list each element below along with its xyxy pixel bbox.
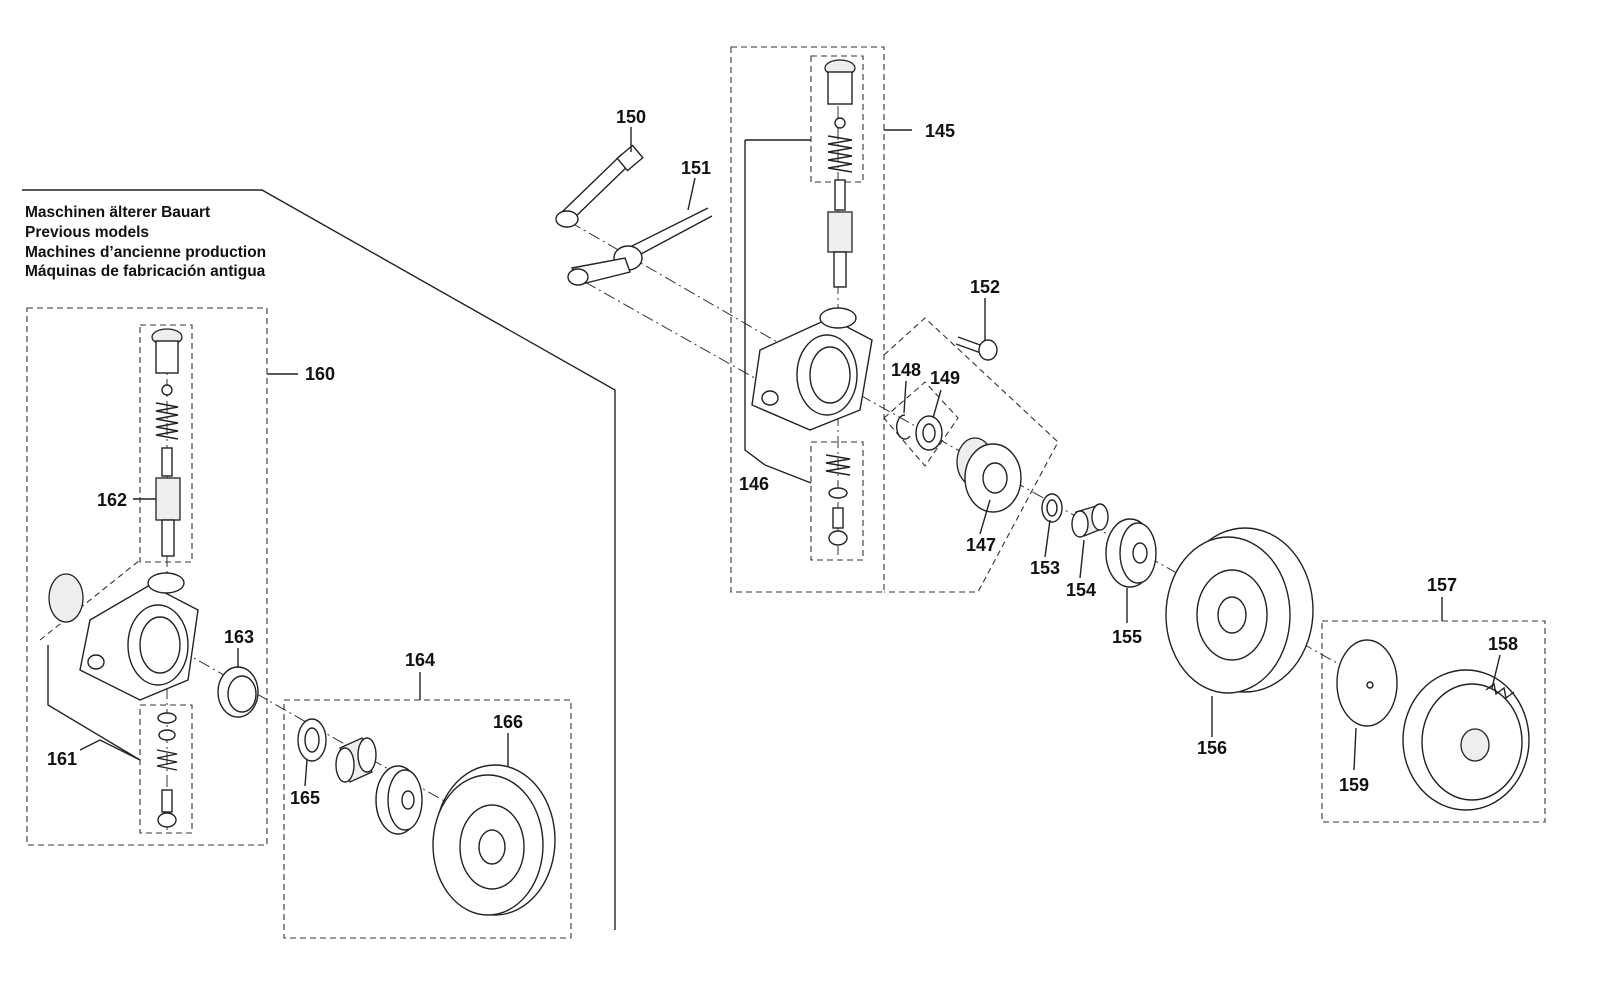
part-160-pump-housing (47, 572, 199, 761)
group-box-162-upper (139, 324, 193, 563)
group-box-160 (26, 307, 268, 846)
part-166-clutch-drum (432, 764, 556, 916)
label-166: 166 (493, 712, 523, 732)
label-154: 154 (1066, 580, 1096, 600)
group-box-161-lower (139, 704, 193, 834)
label-147: 147 (966, 535, 996, 555)
part-147-sprocket (956, 437, 1022, 513)
label-161: 161 (47, 749, 77, 769)
group-box-148-149 (883, 381, 959, 467)
part-155-rim-sprocket (1105, 518, 1157, 588)
label-158: 158 (1488, 634, 1518, 654)
label-145: 145 (925, 121, 955, 141)
legend-english: Previous models (25, 223, 150, 241)
label-148: 148 (891, 360, 921, 380)
label-165: 165 (290, 788, 320, 808)
label-159: 159 (1339, 775, 1369, 795)
group-box-145 (730, 46, 885, 593)
part-150-bolt (555, 144, 644, 228)
label-155: 155 (1112, 627, 1142, 647)
group-box-146-lower (810, 441, 864, 561)
part-162-spindle (151, 328, 183, 557)
label-162: 162 (97, 490, 127, 510)
part-145-spindle (824, 59, 856, 288)
label-164: 164 (405, 650, 435, 670)
legend-french: Machines d’ancienne production (25, 243, 267, 261)
group-box-164 (283, 699, 572, 939)
label-153: 153 (1030, 558, 1060, 578)
label-151: 151 (681, 158, 711, 178)
previous-models-legend: Maschinen älterer Bauart Previous models… (25, 203, 266, 282)
part-164-needle-bearing (335, 737, 377, 783)
part-163-bearing (217, 666, 259, 718)
label-156: 156 (1197, 738, 1227, 758)
previous-models-divider (22, 189, 616, 930)
part-152-screw (955, 336, 998, 361)
label-146: 146 (739, 474, 769, 494)
legend-spanish: Máquinas de fabricación antigua (25, 263, 266, 281)
part-159-disc (1336, 639, 1398, 727)
part-154-needle-bearing (1071, 503, 1109, 538)
part-165-washer (297, 718, 327, 762)
label-150: 150 (616, 107, 646, 127)
label-149: 149 (930, 368, 960, 388)
group-box-157 (1321, 620, 1546, 823)
part-156-clutch-drum (1165, 527, 1314, 694)
leader-lines (79, 127, 1501, 787)
part-146-lower-valve (825, 454, 851, 546)
part-153-washer (1041, 493, 1063, 523)
label-152: 152 (970, 277, 1000, 297)
part-161-lower-valve (156, 712, 178, 828)
part-151-lever-shaft (567, 207, 713, 286)
legend-german: Maschinen älterer Bauart (25, 204, 211, 221)
part-164-rim-sprocket (375, 765, 423, 835)
part-149-washer (915, 415, 943, 451)
axis-151 (584, 281, 791, 399)
label-163: 163 (224, 627, 254, 647)
label-157: 157 (1427, 575, 1457, 595)
part-146-pump-housing (745, 139, 873, 431)
part-148-circlip (896, 414, 911, 440)
label-160: 160 (305, 364, 335, 384)
part-157-clutch (1402, 669, 1530, 811)
